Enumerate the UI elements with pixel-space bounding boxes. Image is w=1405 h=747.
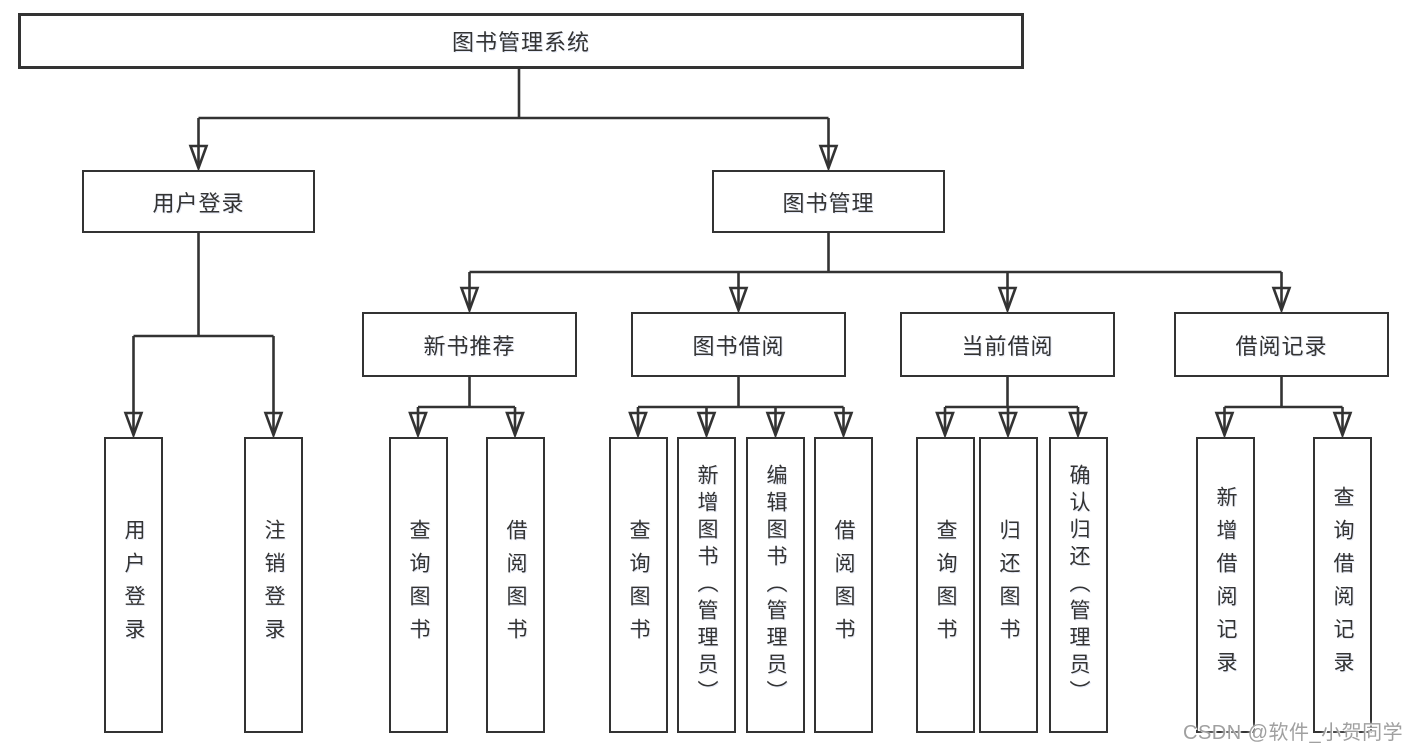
node-label: 新书推荐	[423, 333, 516, 359]
leaf-add-books-admin: 新增图书（管理员）	[677, 437, 736, 733]
node-book-borrowing: 图书借阅	[631, 312, 846, 377]
node-label: 借阅记录	[1235, 333, 1328, 359]
leaf-confirm-return-admin: 确认归还（管理员）	[1049, 437, 1108, 733]
node-label: 归还图书	[997, 519, 1020, 651]
leaf-add-borrow-record: 新增借阅记录	[1196, 437, 1255, 733]
node-label: 查询图书	[934, 519, 957, 651]
node-label: 查询图书	[407, 519, 430, 651]
node-current-borrowing: 当前借阅	[900, 312, 1115, 377]
leaf-query-borrow-record: 查询借阅记录	[1313, 437, 1372, 733]
node-user-login: 用户登录	[82, 170, 315, 233]
leaf-edit-books-admin: 编辑图书（管理员）	[746, 437, 805, 733]
node-label: 确认归还（管理员）	[1067, 463, 1090, 707]
node-label: 新增借阅记录	[1214, 486, 1237, 684]
leaf-borrow-books-1: 借阅图书	[486, 437, 545, 733]
leaf-query-books-3: 查询图书	[916, 437, 975, 733]
leaf-logout: 注销登录	[244, 437, 303, 733]
node-label: 编辑图书（管理员）	[764, 463, 787, 707]
node-label: 借阅图书	[504, 519, 527, 651]
node-label: 用户登录	[152, 190, 245, 216]
node-borrowing-records: 借阅记录	[1174, 312, 1389, 377]
node-label: 借阅图书	[832, 519, 855, 651]
node-label: 新增图书（管理员）	[695, 463, 718, 707]
node-label: 当前借阅	[961, 333, 1054, 359]
leaf-return-books: 归还图书	[979, 437, 1038, 733]
node-label: 图书管理系统	[451, 30, 590, 55]
leaf-query-books-2: 查询图书	[609, 437, 668, 733]
node-label: 查询借阅记录	[1331, 486, 1354, 684]
node-label: 用户登录	[122, 519, 145, 651]
node-label: 查询图书	[627, 519, 650, 651]
node-label: 注销登录	[262, 519, 285, 651]
leaf-query-books-1: 查询图书	[389, 437, 448, 733]
node-new-book-recommend: 新书推荐	[362, 312, 577, 377]
leaf-user-login: 用户登录	[104, 437, 163, 733]
node-label: 图书管理	[782, 190, 875, 216]
node-label: 图书借阅	[692, 333, 785, 359]
node-library-management-system: 图书管理系统	[18, 13, 1024, 69]
leaf-borrow-books-2: 借阅图书	[814, 437, 873, 733]
csdn-watermark: CSDN @软件_小贺同学	[1183, 722, 1404, 744]
node-book-management: 图书管理	[712, 170, 945, 233]
